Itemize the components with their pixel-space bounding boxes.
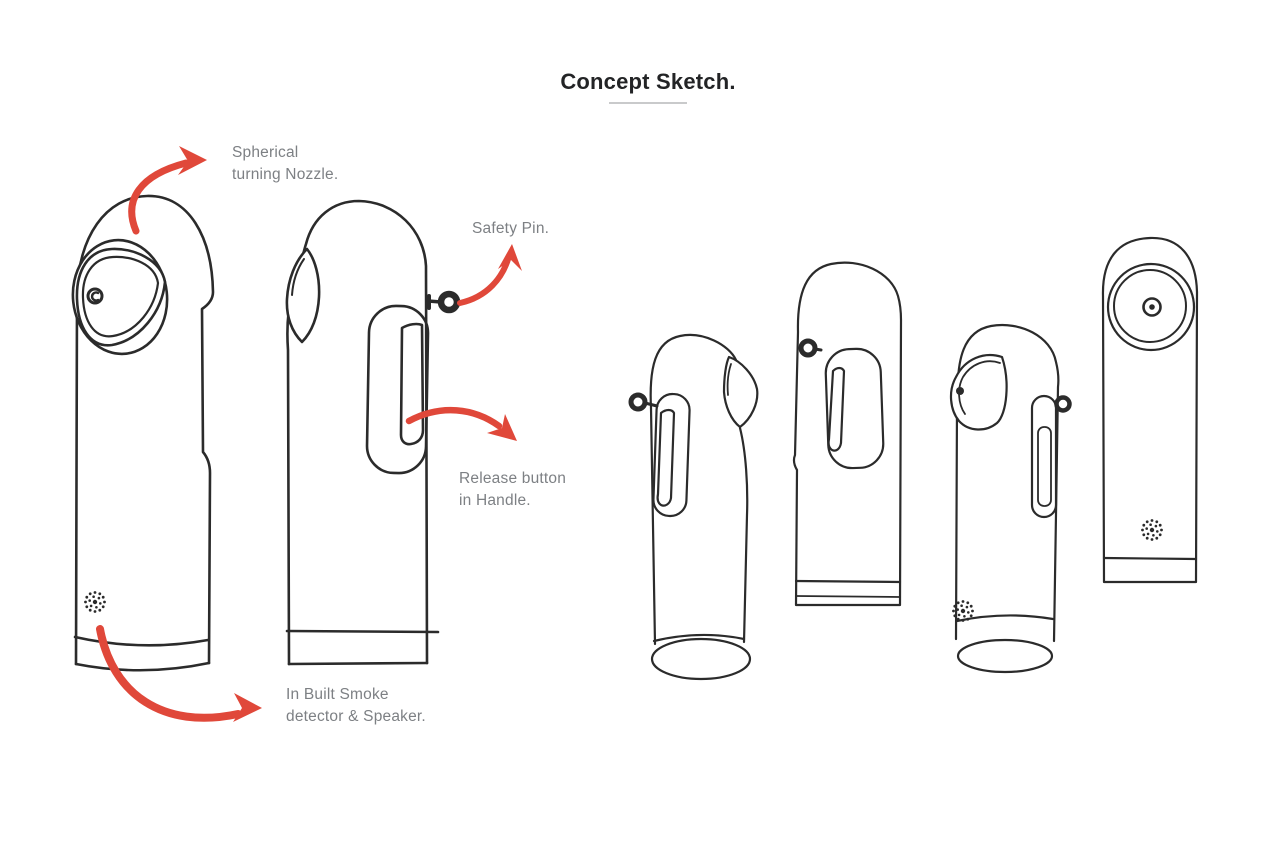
nozzle-side-profile	[285, 247, 321, 344]
extinguisher-dome-right-edge	[956, 323, 1060, 643]
sketch-front-three-quarter	[949, 323, 1072, 674]
handle-cutout	[824, 347, 885, 470]
base-rim-line	[652, 633, 746, 643]
extinguisher-body-outline	[74, 194, 215, 666]
title-underline	[609, 102, 687, 104]
extinguisher-right-edge	[738, 426, 749, 644]
label-smoke-detector: In Built Smoke detector & Speaker.	[286, 686, 426, 725]
extinguisher-body-outline	[792, 261, 903, 607]
extinguisher-base-band	[794, 579, 902, 584]
annotation-arrows	[96, 146, 522, 722]
nozzle-diamond	[722, 355, 759, 429]
extinguisher-left-edge	[649, 406, 657, 646]
extinguisher-base-bottom	[74, 661, 211, 672]
sketch-back-three-quarter	[792, 261, 903, 607]
nozzle-opening	[86, 287, 104, 305]
safety-pin-ring	[628, 392, 648, 412]
speaker-grille-dots	[84, 591, 106, 613]
release-button	[827, 366, 846, 452]
nozzle-opening-dot	[1149, 304, 1155, 310]
nozzle-opening-dot	[956, 387, 964, 395]
label-spherical-nozzle: Spherical turning Nozzle.	[232, 144, 339, 183]
arrow-release-button	[405, 406, 517, 441]
handle-cutout	[1030, 394, 1058, 519]
safety-pin-ring	[437, 290, 461, 314]
nozzle-teardrop-outer	[75, 247, 167, 347]
extinguisher-base-line2	[795, 595, 901, 598]
extinguisher-base-band	[1102, 556, 1198, 561]
nozzle-teardrop-inner-line	[958, 360, 1001, 415]
extinguisher-base-band	[73, 635, 210, 647]
handle-cutout	[365, 304, 430, 475]
base-ellipse	[650, 637, 752, 681]
arrow-smoke-detector	[96, 625, 262, 722]
sketch-front-view-large	[71, 194, 215, 672]
arrow-spherical-nozzle	[128, 146, 207, 235]
label-release-button: Release button in Handle.	[459, 470, 567, 509]
page-title: Concept Sketch.	[560, 69, 736, 94]
label-safety-pin: Safety Pin.	[472, 220, 550, 237]
safety-pin-stem	[643, 401, 659, 408]
extinguisher-body-outline	[1101, 236, 1199, 584]
safety-pin-ring	[1054, 395, 1072, 413]
speaker-grille-dots	[1141, 519, 1163, 541]
release-button	[656, 408, 676, 507]
nozzle-side-inner-line	[291, 258, 305, 296]
nozzle-diamond-inner-line	[726, 363, 732, 396]
release-button	[399, 322, 425, 446]
arrow-safety-pin	[457, 244, 522, 306]
extinguisher-left-edge	[954, 402, 959, 641]
nozzle-ring-outer	[1106, 262, 1196, 352]
nozzle-opening-detail	[90, 291, 100, 302]
release-button	[1037, 426, 1052, 507]
base-ellipse	[956, 638, 1054, 674]
page-title-block: Concept Sketch.	[508, 69, 788, 104]
safety-pin-ring	[798, 338, 818, 358]
sketch-side-view-large	[285, 199, 461, 666]
sketch-right-facing-perspective	[628, 333, 759, 681]
nozzle-ring-inner	[1113, 269, 1187, 343]
nozzle-teardrop-inner	[81, 255, 160, 338]
safety-pin-stem	[813, 347, 823, 352]
sketch-front-view-small	[1101, 236, 1199, 584]
extinguisher-base-bottom	[287, 661, 429, 666]
handle-cutout	[652, 392, 691, 518]
extinguisher-base-band	[285, 629, 440, 634]
extinguisher-dome	[649, 333, 738, 410]
nozzle-opening	[1142, 297, 1162, 317]
